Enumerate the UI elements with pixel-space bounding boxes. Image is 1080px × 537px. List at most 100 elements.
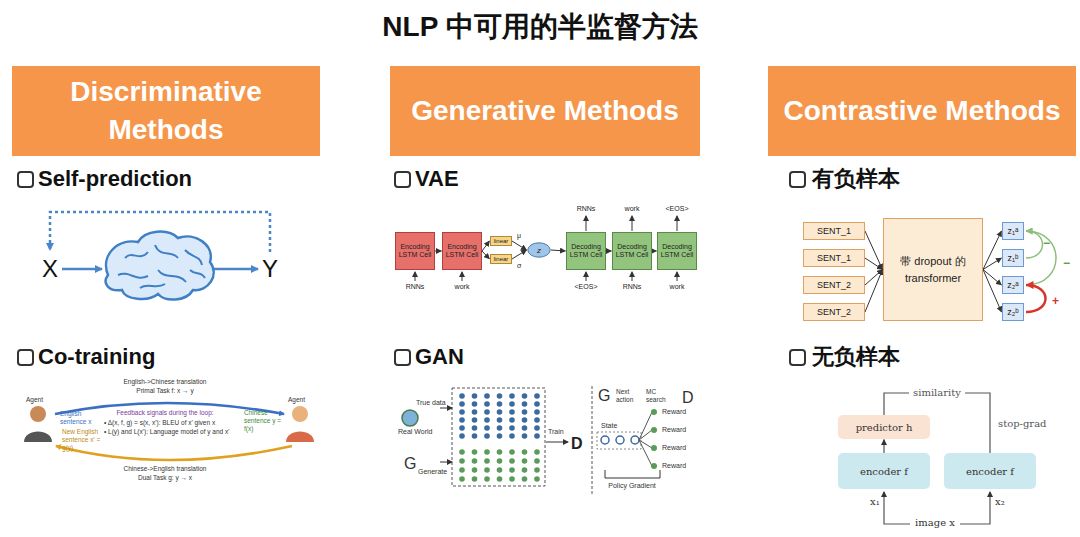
method-header: Generative Methods [390, 66, 700, 156]
real-sample-dot [534, 401, 540, 407]
text-label: • L(y) and L(x'): Language model of y an… [104, 428, 229, 436]
input-line [960, 492, 990, 524]
text-label: State [601, 422, 617, 430]
node-text: encoder f [966, 466, 1014, 477]
brain-outline [106, 232, 214, 300]
globe [402, 410, 418, 426]
connector [865, 231, 883, 270]
node-text: z [537, 246, 541, 255]
fake-sample-dot [484, 476, 490, 482]
node-text: SENT_1 [817, 253, 851, 263]
text-label: work [625, 205, 640, 213]
embedding-box: z₁ᵇ [1002, 249, 1024, 267]
encoder-box: encoder f [838, 453, 930, 489]
sentence-box: SENT_1 [803, 249, 865, 267]
real-sample-dot [509, 401, 515, 407]
decoder-cell: Decoding LSTM Cell [566, 232, 606, 270]
decoder-cell: Decoding LSTM Cell [612, 232, 652, 270]
connector [983, 258, 1002, 270]
text-label: Next action [616, 388, 642, 404]
divider [592, 386, 593, 496]
text-label: Self-prediction [38, 166, 192, 192]
fake-sample-dot [522, 449, 528, 455]
real-sample-dot [534, 433, 540, 439]
true-data-arrow [440, 408, 452, 409]
io-arrow [632, 216, 633, 231]
real-sample-dot [472, 417, 478, 423]
co-training-figure [24, 403, 314, 460]
node-text: Contrastive Methods [784, 92, 1061, 130]
sentence-box: SENT_1 [803, 222, 865, 240]
connector [1026, 231, 1056, 285]
search-branch [639, 430, 652, 440]
predictor-box: predictor h [838, 415, 930, 439]
linear-layer: linear [490, 254, 512, 264]
io-arrow [586, 272, 587, 281]
ellipse-shape [528, 243, 550, 257]
sequence-token [616, 436, 624, 444]
search-node [651, 445, 657, 451]
vae-io-arrows [415, 216, 677, 281]
real-sample-dot [509, 433, 515, 439]
text-label: D [571, 434, 583, 453]
node-text: Encoding LSTM Cell [445, 243, 479, 259]
real-sample-dot [522, 433, 528, 439]
real-sample-dot [459, 433, 465, 439]
real-sample-dot [497, 425, 503, 431]
real-sample-dot [522, 417, 528, 423]
text-label: − [1063, 256, 1070, 270]
text-label: Reward [662, 462, 686, 470]
node-text: z₂ᵃ [1007, 280, 1018, 290]
text-label: English sentence x [60, 410, 102, 426]
fake-sample-dot [497, 476, 503, 482]
linear-layer: linear [490, 236, 512, 246]
real-sample-dot [497, 393, 503, 399]
text-label: RNNs [406, 283, 425, 291]
real-sample-dot [484, 433, 490, 439]
text-label: <EOS> [666, 205, 689, 213]
node-text: z₁ᵇ [1008, 253, 1019, 263]
fake-sample-dot [459, 467, 465, 473]
sample-box [452, 388, 545, 486]
transformer-box: 带 dropout 的 transformer [883, 218, 983, 321]
node-text: encoder f [860, 466, 908, 477]
fake-sample-dot [509, 458, 515, 464]
node-text: predictor h [856, 422, 913, 433]
fake-sample-dot [459, 476, 465, 482]
real-sample-dot [509, 409, 515, 415]
agent-body [286, 432, 314, 443]
latent-node: z [527, 242, 551, 258]
search-branch [639, 412, 652, 440]
sentence-box: SENT_2 [803, 303, 865, 321]
real-sample-dot [472, 409, 478, 415]
text-label: • Δ(x, f, g) = s(x, x'): BLEU of x' give… [104, 419, 215, 427]
real-sample-dot [484, 417, 490, 423]
text-label: Reward [662, 426, 686, 434]
node-text: linear [494, 238, 509, 244]
sequence-token [631, 436, 639, 444]
node-text: linear [494, 256, 509, 262]
text-label: stop-grad [998, 418, 1047, 430]
connector [482, 251, 490, 259]
node-text: SENT_2 [817, 307, 851, 317]
connector [606, 251, 612, 252]
fake-sample-dot [472, 476, 478, 482]
checkbox [18, 350, 33, 365]
connector [883, 440, 884, 454]
fake-sample-dot [522, 467, 528, 473]
real-sample-dot [472, 425, 478, 431]
text-label: Co-training [38, 344, 155, 370]
checkbox [18, 172, 33, 187]
real-sample-dot [459, 401, 465, 407]
text-label: Reward [662, 408, 686, 416]
text-label: RNNs [623, 283, 642, 291]
text-label: work [670, 283, 685, 291]
real-sample-dot [472, 433, 478, 439]
fake-sample-dot [472, 458, 478, 464]
method-header: Discriminative Methods [12, 66, 320, 156]
node-text: 带 dropout 的 transformer [890, 253, 976, 286]
real-sample-dot [509, 393, 515, 399]
sequence-token [601, 436, 609, 444]
text-label: x₁ [870, 496, 880, 508]
